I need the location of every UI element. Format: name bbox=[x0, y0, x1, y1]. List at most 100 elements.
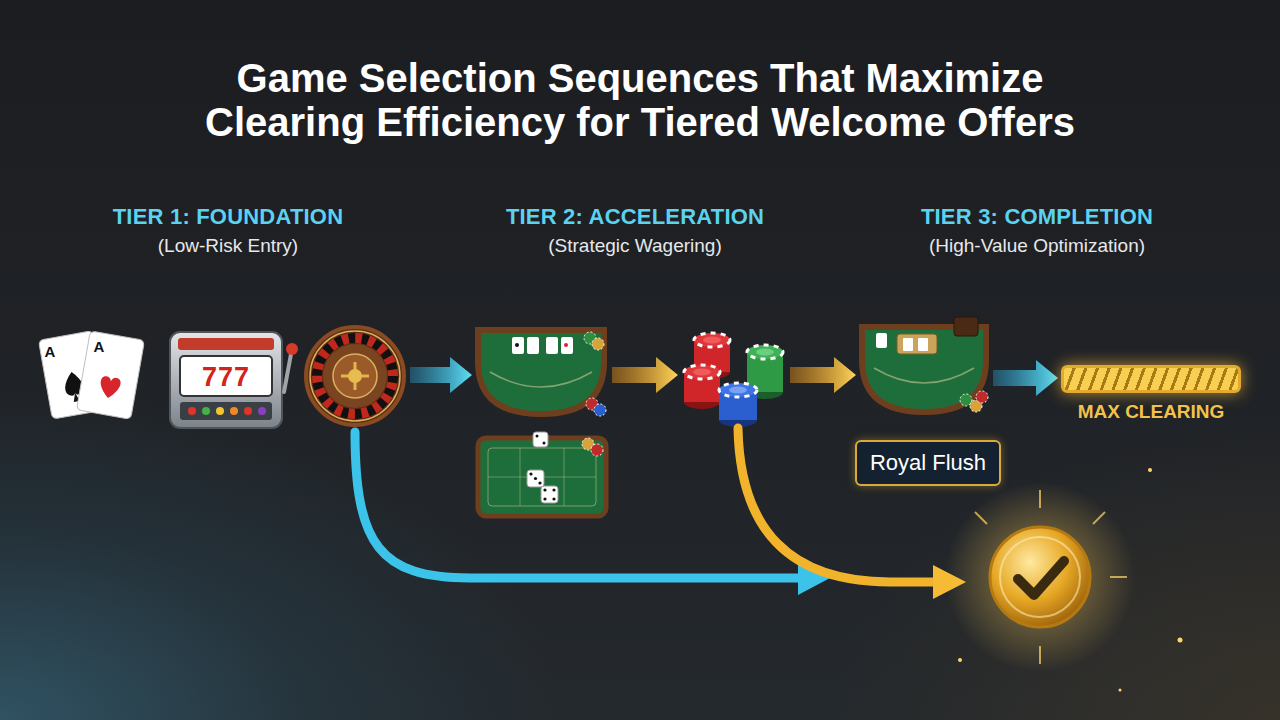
craps-table-part bbox=[527, 470, 544, 487]
card-rank: A bbox=[45, 343, 56, 360]
chip-stacks-part bbox=[729, 387, 747, 394]
flow-arrows-part bbox=[993, 360, 1058, 396]
craps-table-part bbox=[543, 497, 546, 500]
blackjack-table-part bbox=[515, 343, 519, 347]
craps-table-part bbox=[552, 497, 555, 500]
craps-table-part bbox=[543, 442, 546, 445]
roulette-wheel-part bbox=[323, 344, 387, 408]
slot-machine-part bbox=[170, 332, 282, 428]
flow-arrows-part bbox=[410, 357, 472, 393]
slot-machine bbox=[170, 332, 298, 428]
craps-table-part bbox=[538, 481, 541, 484]
craps-table-part bbox=[552, 488, 555, 491]
blackjack-table-part bbox=[546, 337, 558, 354]
roulette-wheel bbox=[306, 327, 404, 425]
progress-bar bbox=[1061, 365, 1241, 393]
craps-table-part bbox=[591, 444, 603, 456]
tier-subtitle: (High-Value Optimization) bbox=[929, 235, 1145, 257]
chip-stacks bbox=[684, 333, 783, 427]
blackjack-table bbox=[478, 330, 606, 416]
craps-table-part bbox=[488, 448, 596, 506]
completion-check-part bbox=[1148, 468, 1152, 472]
blackjack-table-part bbox=[527, 337, 539, 354]
slot-machine-part bbox=[180, 356, 272, 396]
slot-machine-part bbox=[216, 407, 224, 415]
card-rank: A bbox=[94, 338, 105, 355]
blackjack-table-part bbox=[918, 338, 928, 351]
completion-check-part bbox=[1178, 638, 1183, 643]
slot-machine-part bbox=[230, 407, 238, 415]
blackjack-table-part bbox=[876, 333, 887, 348]
playing-cards-part-part bbox=[76, 331, 144, 419]
slot-machine-part bbox=[258, 407, 266, 415]
completion-check-part bbox=[1039, 490, 1041, 508]
slot-machine-part bbox=[244, 407, 252, 415]
slot-machine-part bbox=[188, 407, 196, 415]
royal-flush-badge: Royal Flush bbox=[855, 440, 1001, 486]
tier-heading: TIER 1: FOUNDATION bbox=[113, 204, 344, 230]
completion-check-part bbox=[958, 658, 962, 662]
completion-check bbox=[945, 468, 1183, 692]
shortcut-arrows-part bbox=[355, 432, 800, 578]
tier-subtitle: (Strategic Wagering) bbox=[548, 235, 722, 257]
blackjack-table-part bbox=[561, 337, 573, 354]
flow-arrows bbox=[410, 357, 1058, 396]
diagram-title: Game Selection Sequences That Maximize C… bbox=[80, 56, 1200, 144]
slot-reels: 777 bbox=[202, 362, 250, 393]
craps-table-part bbox=[533, 432, 548, 447]
blackjack-table-part bbox=[954, 317, 978, 336]
chip-stacks-part bbox=[756, 349, 774, 356]
craps-table-part bbox=[478, 438, 606, 516]
blackjack-table bbox=[862, 317, 988, 412]
roulette-wheel-part bbox=[317, 338, 393, 414]
craps-table bbox=[478, 432, 606, 516]
roulette-wheel-part bbox=[317, 338, 393, 414]
flow-arrows-part bbox=[790, 357, 856, 393]
blackjack-table-part bbox=[897, 334, 937, 354]
tier-heading: TIER 3: COMPLETION bbox=[921, 204, 1153, 230]
playing-cards-part-part bbox=[98, 375, 121, 399]
completion-check-part bbox=[945, 482, 1135, 672]
completion-check-part bbox=[1018, 561, 1064, 595]
blackjack-table-part bbox=[594, 404, 606, 416]
blackjack-table-part bbox=[976, 391, 988, 403]
node-text: Royal Flush bbox=[870, 450, 986, 476]
blackjack-table-part bbox=[490, 372, 592, 387]
slot-machine-part bbox=[180, 402, 272, 420]
roulette-wheel-part bbox=[348, 369, 362, 383]
slot-machine-part bbox=[178, 338, 274, 350]
blackjack-table-part bbox=[592, 338, 604, 350]
completion-check-part bbox=[1093, 512, 1105, 524]
slot-machine-part bbox=[284, 354, 291, 392]
completion-check-part bbox=[1039, 646, 1041, 664]
roulette-wheel-part bbox=[310, 331, 400, 421]
playing-cards-part bbox=[76, 331, 144, 419]
craps-table-part bbox=[534, 477, 537, 480]
blackjack-table-part bbox=[874, 368, 974, 383]
playing-cards bbox=[38, 331, 144, 420]
chip-stacks-part bbox=[719, 383, 757, 397]
craps-table-part bbox=[541, 486, 558, 503]
chip-stacks-part bbox=[703, 337, 721, 344]
chip-stacks-part bbox=[684, 365, 720, 379]
node-text: MAX CLEARING bbox=[1061, 401, 1241, 423]
tier-heading: TIER 2: ACCELERATION bbox=[506, 204, 764, 230]
craps-table-part bbox=[529, 472, 532, 475]
chip-stacks-part bbox=[694, 333, 730, 347]
blackjack-table-part bbox=[478, 330, 604, 414]
tier-subtitle: (Low-Risk Entry) bbox=[158, 235, 298, 257]
completion-check-part bbox=[1000, 537, 1080, 617]
blackjack-table-part bbox=[512, 337, 524, 354]
clearing-meter: MAX CLEARING bbox=[1061, 365, 1241, 423]
roulette-wheel-part bbox=[333, 354, 377, 398]
roulette-wheel-part bbox=[306, 327, 404, 425]
flow-arrows-part bbox=[612, 357, 678, 393]
slot-machine-part bbox=[202, 407, 210, 415]
completion-check-part bbox=[990, 527, 1090, 627]
completion-check-part bbox=[975, 512, 987, 524]
slot-machine-part bbox=[286, 343, 298, 355]
craps-table-part bbox=[543, 488, 546, 491]
completion-check-part bbox=[1119, 689, 1122, 692]
chip-stacks-part bbox=[693, 369, 711, 376]
